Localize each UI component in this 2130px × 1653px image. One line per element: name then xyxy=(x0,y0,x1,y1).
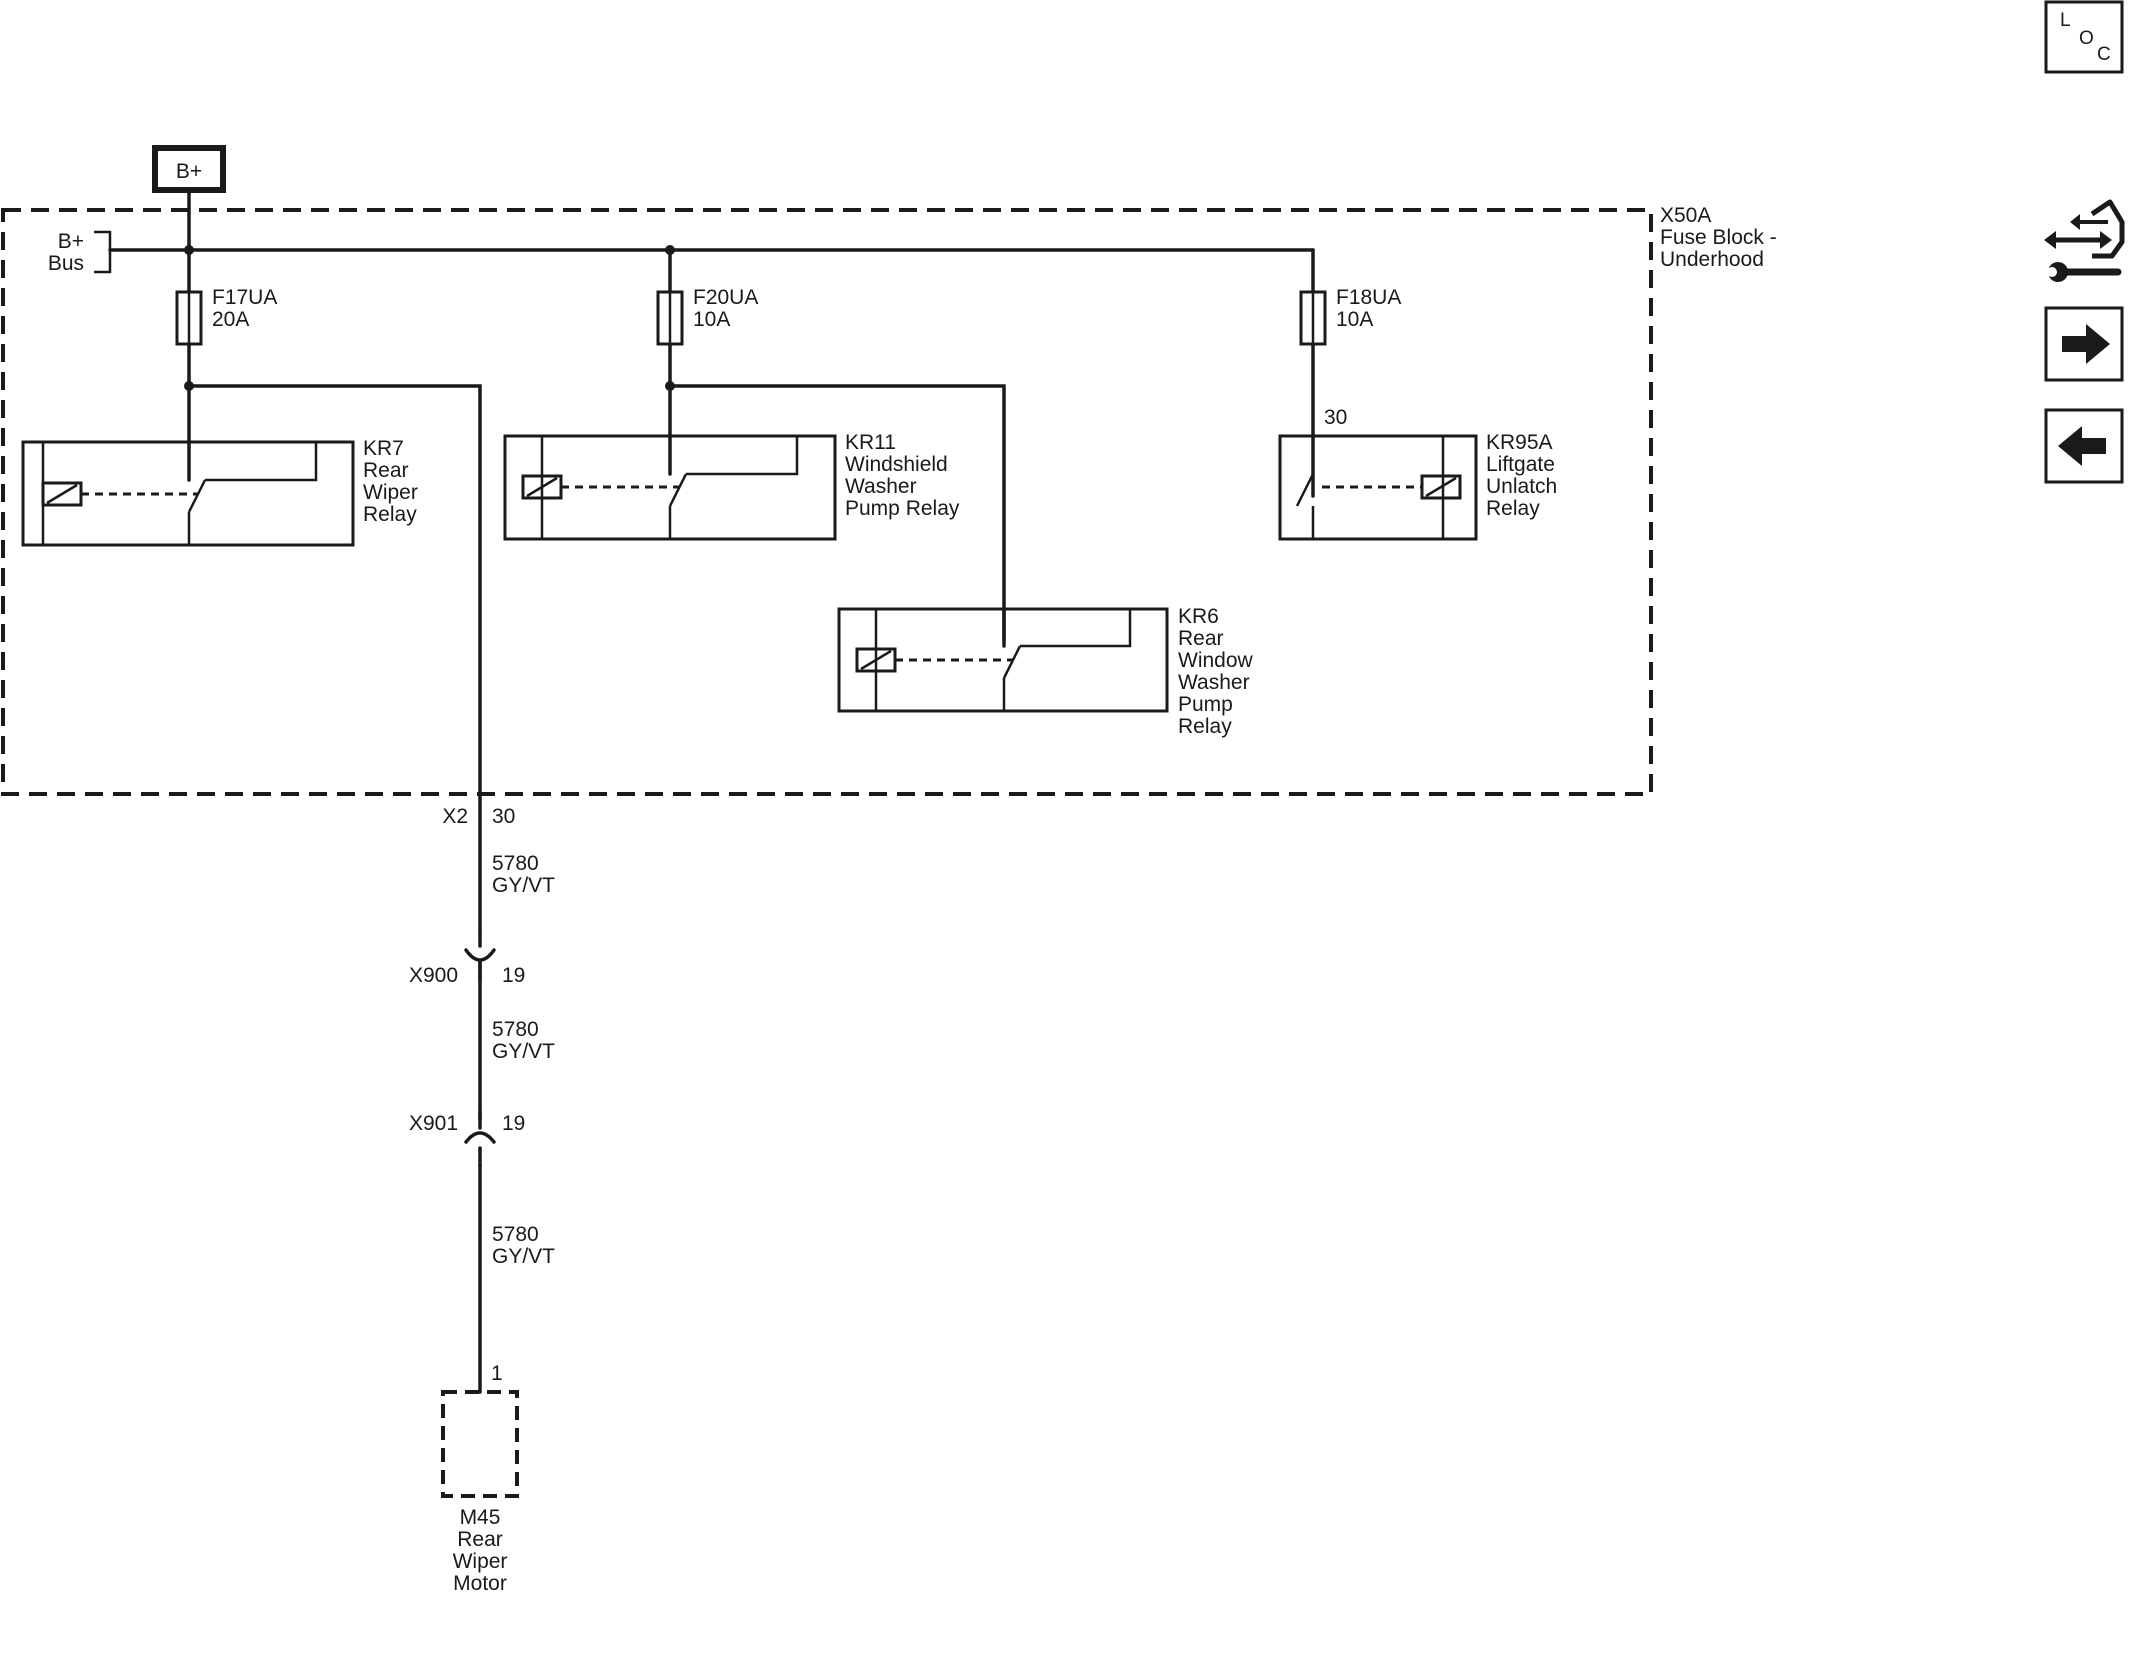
relay-kr7-label: KR7 Rear Wiper Relay xyxy=(363,437,418,526)
fuse-f18ua-label: F18UA 10A xyxy=(1336,286,1401,331)
fuse-f20ua-label: F20UA 10A xyxy=(693,286,758,331)
svg-text:KR7: KR7 xyxy=(363,437,404,460)
svg-text:Pump Relay: Pump Relay xyxy=(845,497,960,520)
svg-text:KR6: KR6 xyxy=(1178,605,1219,628)
svg-text:Motor: Motor xyxy=(453,1572,507,1595)
svg-text:Relay: Relay xyxy=(1486,497,1540,520)
svg-text:Pump: Pump xyxy=(1178,693,1233,716)
svg-text:Rear: Rear xyxy=(457,1528,503,1551)
bus-label: B+ Bus xyxy=(48,230,84,275)
svg-text:Windshield: Windshield xyxy=(845,453,948,476)
fuse-block-label: X50A Fuse Block - Underhood xyxy=(1660,204,1777,271)
svg-text:X50A: X50A xyxy=(1660,204,1711,227)
svg-text:10A: 10A xyxy=(1336,308,1373,331)
relay-kr6 xyxy=(837,607,1169,713)
svg-text:X900: X900 xyxy=(409,964,458,987)
svg-text:19: 19 xyxy=(502,1112,525,1135)
svg-text:Wiper: Wiper xyxy=(453,1550,508,1573)
svg-text:GY/VT: GY/VT xyxy=(492,874,555,897)
svg-text:Washer: Washer xyxy=(845,475,917,498)
svg-text:KR11: KR11 xyxy=(845,431,896,454)
wire-label-3: 5780 GY/VT xyxy=(492,1223,555,1268)
kr95a-pin-30: 30 xyxy=(1324,406,1347,429)
previous-page-button[interactable] xyxy=(2044,408,2124,484)
svg-text:L: L xyxy=(2060,10,2071,31)
svg-text:19: 19 xyxy=(502,964,525,987)
svg-text:Relay: Relay xyxy=(1178,715,1232,738)
svg-text:5780: 5780 xyxy=(492,1223,539,1246)
svg-text:Rear: Rear xyxy=(1178,627,1224,650)
relay-kr11-label: KR11 Windshield Washer Pump Relay xyxy=(845,431,960,520)
svg-text:GY/VT: GY/VT xyxy=(492,1040,555,1063)
svg-text:M45: M45 xyxy=(460,1506,501,1529)
svg-text:5780: 5780 xyxy=(492,852,539,875)
svg-text:X901: X901 xyxy=(409,1112,458,1135)
svg-text:Washer: Washer xyxy=(1178,671,1250,694)
motor-m45-label: M45 Rear Wiper Motor xyxy=(453,1506,508,1595)
svg-text:Bus: Bus xyxy=(48,252,84,275)
svg-text:B+: B+ xyxy=(176,160,202,183)
svg-text:10A: 10A xyxy=(693,308,730,331)
relay-kr7 xyxy=(21,384,355,547)
fuse-f17ua-label: F17UA 20A xyxy=(212,286,277,331)
wire-label-2: 5780 GY/VT xyxy=(492,1018,555,1063)
svg-text:F17UA: F17UA xyxy=(212,286,277,309)
arrow-right-icon xyxy=(2062,324,2110,364)
svg-text:Window: Window xyxy=(1178,649,1254,672)
svg-text:30: 30 xyxy=(492,805,515,828)
svg-text:20A: 20A xyxy=(212,308,249,331)
svg-text:F20UA: F20UA xyxy=(693,286,758,309)
relay-kr11 xyxy=(503,384,837,541)
fuse-block-outline xyxy=(1,208,1653,796)
svg-text:F18UA: F18UA xyxy=(1336,286,1401,309)
next-page-button[interactable] xyxy=(2044,306,2124,382)
battery-terminal: B+ xyxy=(152,145,226,193)
relay-kr95a-label: KR95A Liftgate Unlatch Relay xyxy=(1486,431,1557,520)
svg-text:Wiper: Wiper xyxy=(363,481,418,504)
svg-text:C: C xyxy=(2097,44,2111,65)
svg-text:Unlatch: Unlatch xyxy=(1486,475,1557,498)
connector-x900: X900 19 xyxy=(409,928,525,987)
svg-text:O: O xyxy=(2079,28,2094,49)
loc-button[interactable]: L O C xyxy=(2044,0,2124,74)
svg-text:GY/VT: GY/VT xyxy=(492,1245,555,1268)
svg-text:Fuse Block -: Fuse Block - xyxy=(1660,226,1777,249)
svg-text:X2: X2 xyxy=(442,805,468,828)
relay-kr95a xyxy=(1278,434,1478,541)
svg-text:Rear: Rear xyxy=(363,459,409,482)
svg-text:Relay: Relay xyxy=(363,503,417,526)
svg-text:KR95A: KR95A xyxy=(1486,431,1553,454)
connector-x2: X2 30 xyxy=(442,805,515,828)
arrow-left-icon xyxy=(2058,426,2106,466)
svg-text:B+: B+ xyxy=(58,230,84,253)
wire-label-1: 5780 GY/VT xyxy=(492,852,555,897)
component-connector-icon[interactable] xyxy=(2044,199,2125,282)
svg-text:1: 1 xyxy=(491,1362,503,1385)
connector-x901: X901 19 xyxy=(409,1110,525,1168)
svg-text:5780: 5780 xyxy=(492,1018,539,1041)
relay-kr6-label: KR6 Rear Window Washer Pump Relay xyxy=(1178,605,1254,738)
svg-text:Liftgate: Liftgate xyxy=(1486,453,1555,476)
svg-text:Underhood: Underhood xyxy=(1660,248,1764,271)
motor-m45: 1 xyxy=(441,1362,519,1498)
